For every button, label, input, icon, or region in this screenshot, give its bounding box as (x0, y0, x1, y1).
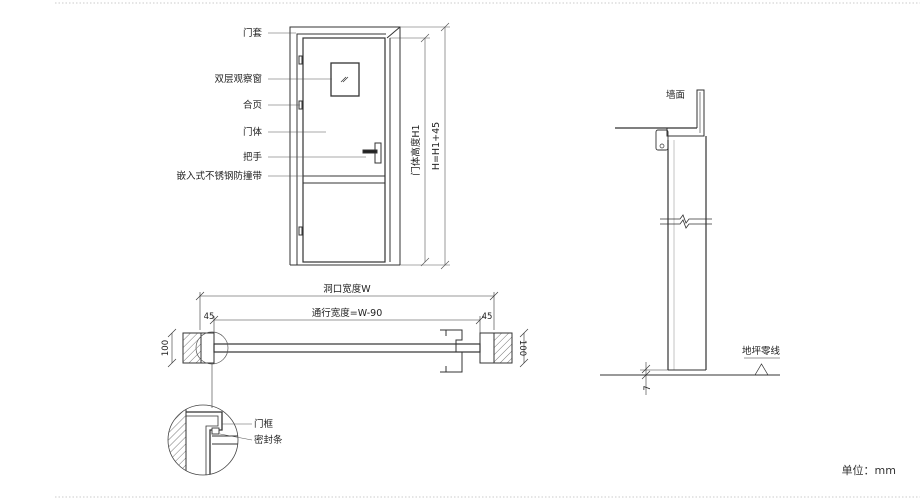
label-wall: 墙面 (666, 89, 685, 101)
plan-view (167, 291, 529, 408)
section-gasket (655, 129, 669, 151)
label-frame: 门框 (254, 418, 274, 430)
seal-strip (211, 427, 220, 435)
plan-handle (440, 329, 463, 373)
dim-door-height: 门体高度H1 (410, 124, 422, 175)
label-seal: 密封条 (254, 434, 283, 446)
dim-gap: 7 (643, 385, 653, 390)
dim-left-45: 45 (204, 312, 215, 322)
label-door-casing: 门套 (243, 27, 263, 39)
door-casing-inner (296, 33, 386, 265)
dim-total-height: H=H1+45 (431, 122, 442, 170)
left-frame (201, 332, 215, 364)
handle-lever (362, 149, 378, 154)
label-floor-line: 地坪零线 (742, 345, 781, 357)
label-handle: 把手 (243, 151, 263, 163)
hinge-1 (298, 55, 303, 65)
label-door-body: 门体 (243, 126, 263, 138)
dim-right-45: 45 (482, 312, 493, 322)
detail-view (167, 404, 253, 476)
plan-door-leaf (213, 343, 481, 353)
label-bump-strip: 嵌入式不锈钢防撞带 (176, 170, 262, 182)
dim-left-100: 100 (161, 340, 171, 356)
observation-window (330, 62, 360, 97)
label-observation-window: 双层观察窗 (214, 73, 262, 85)
dim-right-100: 100 (517, 340, 527, 356)
door-leaf (302, 37, 386, 263)
left-wall (182, 332, 202, 364)
right-wall (493, 332, 513, 364)
section-view (600, 89, 780, 395)
unit-label: 单位：mm (841, 464, 896, 477)
right-frame (479, 332, 494, 364)
dim-clear-width: 通行宽度=W-90 (312, 307, 383, 319)
door-casing (289, 26, 401, 265)
hinge-3 (298, 226, 303, 236)
dim-opening-width: 洞口宽度W (323, 283, 371, 295)
label-hinge: 合页 (243, 99, 262, 111)
front-elevation (289, 26, 401, 266)
